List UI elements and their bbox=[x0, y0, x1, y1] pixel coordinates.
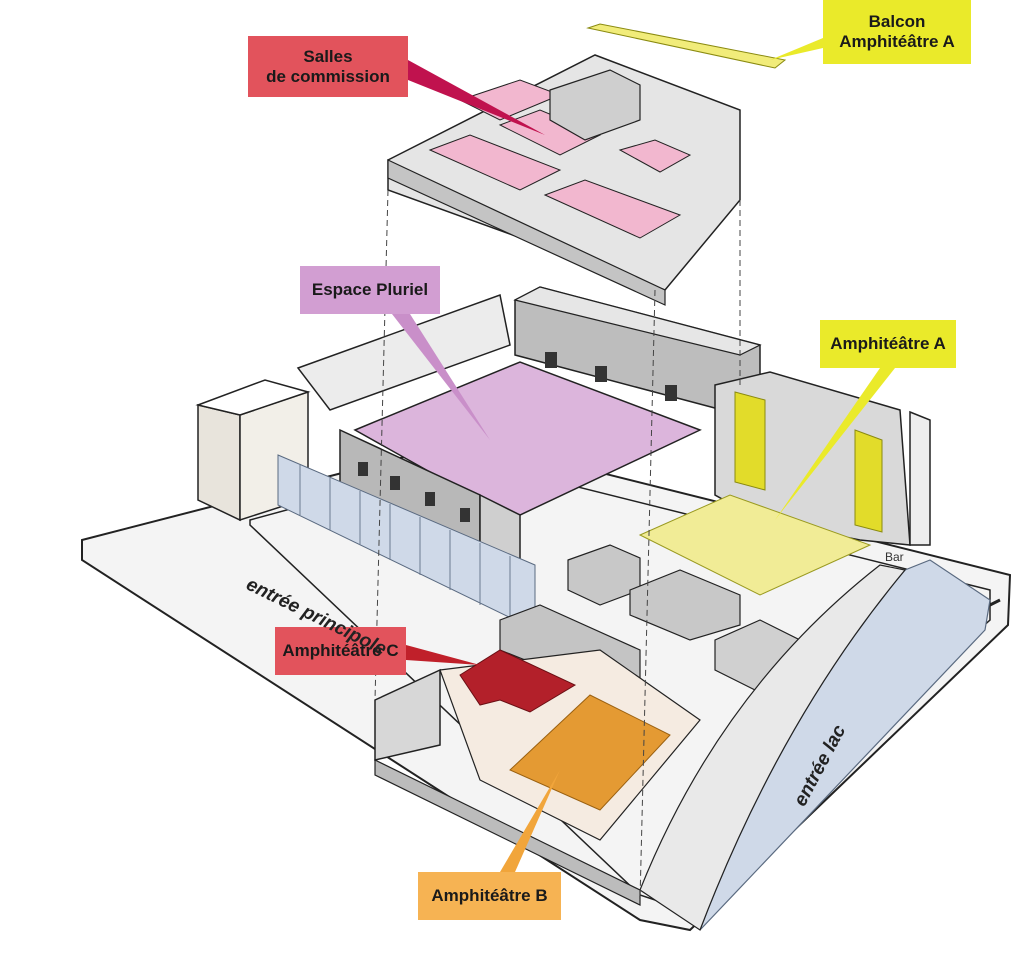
pointer-ampC bbox=[406, 645, 480, 665]
upper-floor-front-wall bbox=[387, 159, 666, 306]
label-amphi-b: Amphitéâtre B bbox=[418, 872, 561, 920]
amphi-b-seating bbox=[509, 694, 671, 811]
label-amphi-c: Amphitéâtre C bbox=[275, 627, 406, 675]
glass-mullions bbox=[299, 465, 511, 618]
pointer-ampB bbox=[500, 770, 560, 872]
lac-wall-front bbox=[639, 564, 907, 931]
salle-commission-2 bbox=[428, 134, 562, 191]
label-amphi-a: Amphitéâtre A bbox=[820, 320, 956, 368]
salle-commission-4 bbox=[543, 179, 682, 239]
lobby-block-2 bbox=[629, 569, 741, 641]
espace-wall-top bbox=[513, 286, 762, 356]
label-balcon-line1: Balcon bbox=[868, 12, 926, 32]
label-salles-commission: Salles de commission bbox=[248, 36, 408, 97]
amphi-a-curtain-left bbox=[734, 391, 766, 491]
lower-wall-left bbox=[374, 668, 441, 761]
amphi-c-seating bbox=[459, 649, 577, 713]
amphi-a-seating bbox=[638, 494, 872, 596]
left-tower-front bbox=[197, 404, 241, 522]
lower-wall-front bbox=[374, 759, 641, 906]
pointer-ampA bbox=[775, 368, 895, 520]
pointer-salles bbox=[408, 60, 545, 135]
label-bar: Bar bbox=[885, 550, 904, 564]
left-tower-top bbox=[195, 379, 311, 416]
salle-commission-5 bbox=[618, 139, 692, 173]
amphi-a-side-wall bbox=[909, 410, 931, 546]
amphi-a-curtain-right bbox=[854, 429, 883, 533]
label-salles-line2: de commission bbox=[266, 66, 390, 86]
espace-windows bbox=[358, 352, 677, 522]
label-espace-pluriel: Espace Pluriel bbox=[300, 266, 440, 314]
espace-back-wall-left bbox=[296, 293, 511, 411]
balcon-strip bbox=[586, 23, 787, 69]
label-balcon-line2: Amphitéâtre A bbox=[839, 32, 955, 51]
pointer-espace bbox=[392, 314, 490, 440]
upper-core bbox=[549, 69, 641, 141]
pointer-balcon bbox=[770, 38, 823, 60]
label-salles-line1: Salles bbox=[303, 46, 353, 66]
label-balcon-amphi-a: Balcon Amphitéâtre A bbox=[823, 0, 971, 64]
